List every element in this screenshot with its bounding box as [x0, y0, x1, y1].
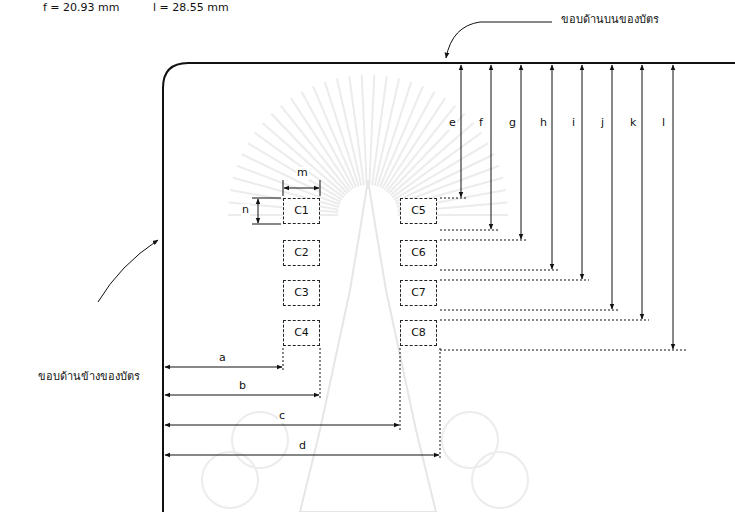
dimension-letter: a [218, 352, 227, 365]
extension-line [283, 348, 440, 460]
dimension-vertical [461, 65, 673, 349]
watermark [202, 75, 528, 512]
dimension-n [252, 198, 281, 224]
contact-label: C2 [294, 247, 309, 259]
contact-label: C8 [411, 327, 426, 339]
dimension-letter: e [448, 117, 457, 130]
card-edge [163, 63, 735, 512]
contact-label: C5 [411, 205, 426, 217]
dimension-letter: c [278, 410, 286, 423]
contact-label: C7 [411, 287, 426, 299]
dimension-m [283, 180, 320, 196]
dimension-horizontal [165, 367, 439, 455]
leader-line [98, 240, 158, 302]
contact-pad: C1 [283, 198, 320, 224]
dimension-letter: j [600, 117, 605, 130]
dimension-letter: n [241, 204, 250, 217]
dimension-letter: f [478, 117, 484, 130]
dimension-letter: l [661, 117, 666, 130]
leader-line [446, 22, 552, 58]
contact-label: C3 [294, 287, 309, 299]
contact-pad: C3 [283, 280, 320, 306]
contact-pad: C4 [283, 320, 320, 346]
dimension-letter: h [539, 117, 548, 130]
extension-line [440, 198, 686, 350]
contact-pad: C7 [400, 280, 437, 306]
contact-label: C4 [294, 327, 309, 339]
contact-pad: C5 [400, 198, 437, 224]
contact-label: C6 [411, 247, 426, 259]
dimension-letter: d [298, 440, 307, 453]
edge-callout: ขอบด้านข้างของบัตร [37, 371, 141, 384]
dimension-value: l = 28.55 mm [152, 2, 230, 15]
contact-pad: C8 [400, 320, 437, 346]
contact-label: C1 [294, 205, 309, 217]
dimension-letter: g [508, 117, 517, 130]
edge-callout: ขอบด้านบนของบัตร [560, 14, 660, 27]
dimension-letter: b [238, 380, 247, 393]
contact-pad: C2 [283, 240, 320, 266]
contact-pad: C6 [400, 240, 437, 266]
dimension-letter: i [571, 117, 576, 130]
dimension-letter: m [296, 167, 309, 180]
dimension-value: f = 20.93 mm [42, 2, 121, 15]
dimension-letter: k [629, 117, 637, 130]
